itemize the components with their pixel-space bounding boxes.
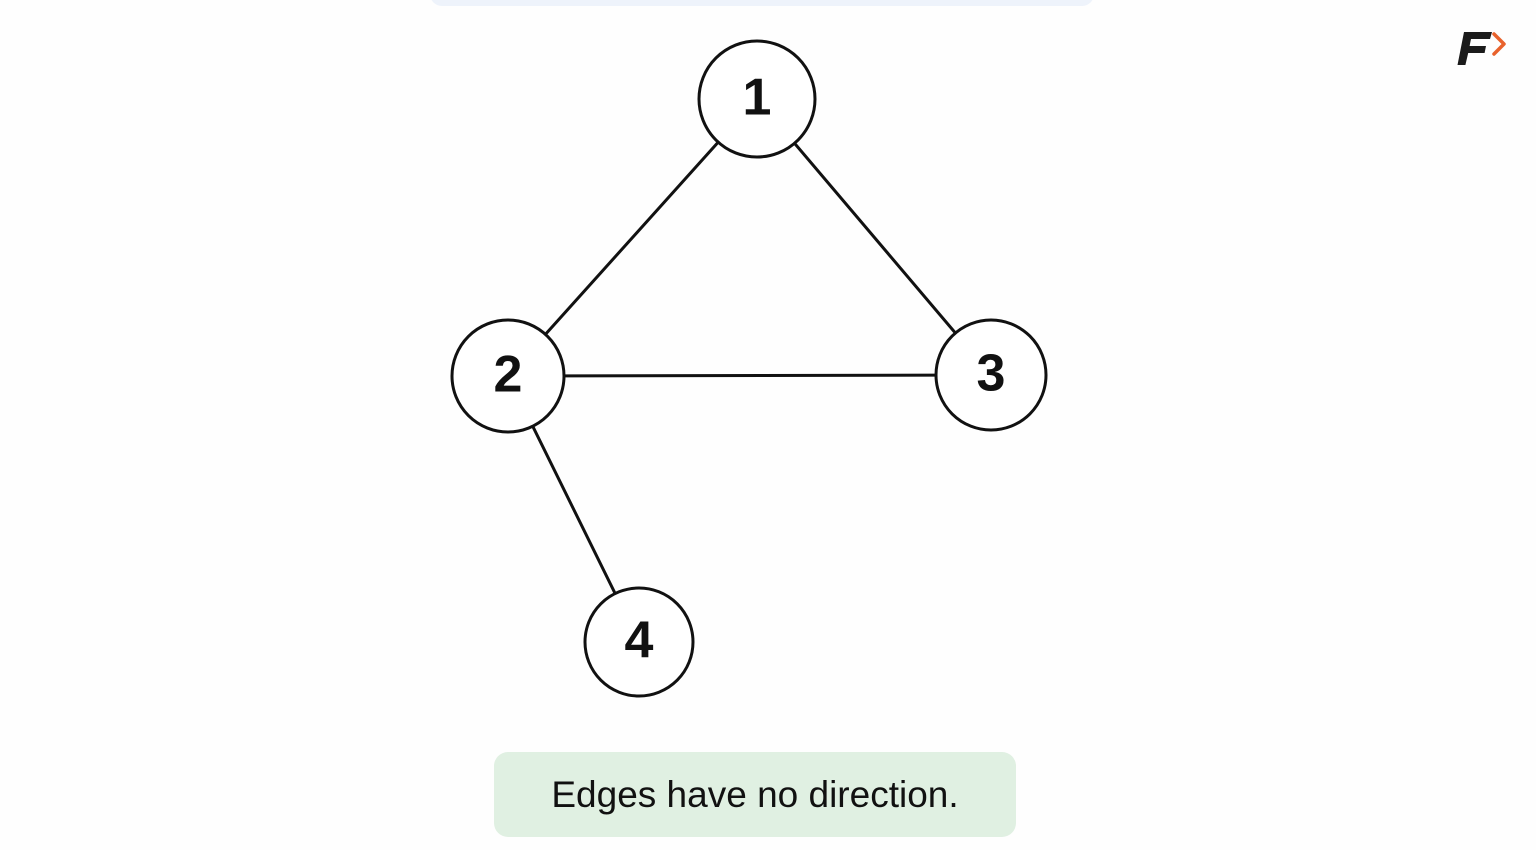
caption-box: Edges have no direction. <box>494 752 1016 837</box>
node-circle-3 <box>934 318 1048 432</box>
node-4: 4 <box>583 586 695 698</box>
caption-text: Edges have no direction. <box>551 773 959 815</box>
node-circle-1 <box>697 39 817 159</box>
undirected-graph: 1 2 3 4 <box>450 39 1048 698</box>
top-banner <box>430 0 1094 6</box>
edge-1-3 <box>755 97 993 377</box>
node-2: 2 <box>450 318 566 434</box>
node-circle-4 <box>583 586 695 698</box>
nodes-layer: 1 2 3 4 <box>450 39 1048 698</box>
node-3: 3 <box>934 318 1048 432</box>
edges-layer <box>506 97 993 644</box>
edge-2-3 <box>506 373 993 378</box>
brand-f-arrow-icon <box>1457 32 1506 65</box>
node-label-2: 2 <box>494 346 523 404</box>
node-label-4: 4 <box>625 612 654 670</box>
node-1: 1 <box>697 39 817 159</box>
node-label-3: 3 <box>977 345 1006 403</box>
node-circle-2 <box>450 318 566 434</box>
edge-1-2 <box>506 97 759 378</box>
node-label-1: 1 <box>743 69 772 127</box>
